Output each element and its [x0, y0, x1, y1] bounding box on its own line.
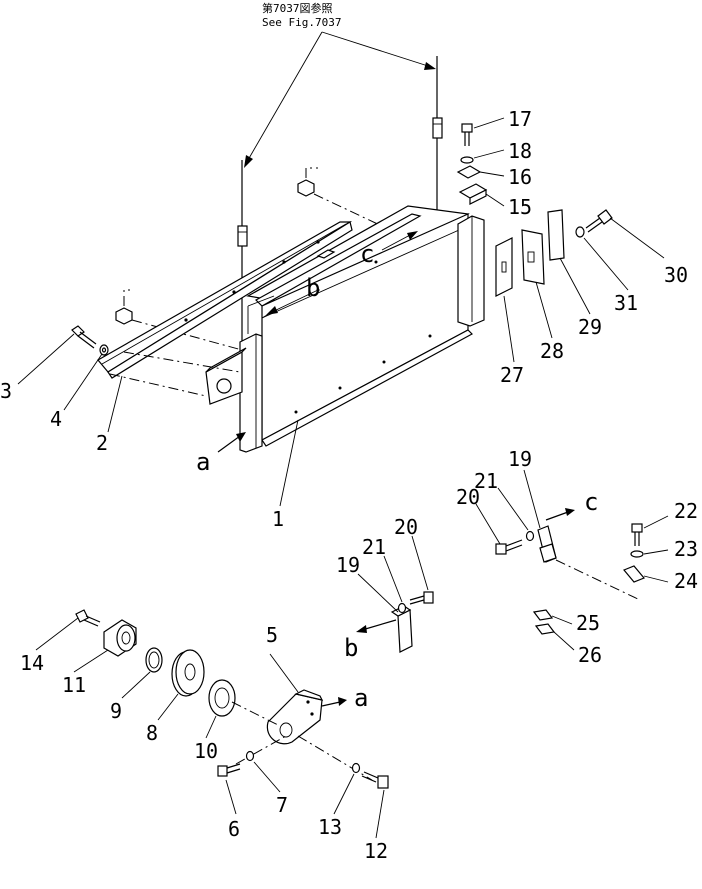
- bolt-14: [75, 609, 101, 627]
- callout-25: 25: [576, 611, 600, 635]
- plate-16: [456, 165, 482, 179]
- view-letter-a-main: a: [196, 448, 210, 476]
- rail-part-2: [97, 221, 353, 379]
- view-arrow-a-main: a: [196, 432, 246, 476]
- callout-29: 29: [578, 315, 602, 339]
- view-letter-b-frame: b: [306, 274, 320, 302]
- callout-26: 26: [578, 643, 602, 667]
- callout-18: 18: [508, 139, 532, 163]
- left-control-rod: [237, 160, 248, 350]
- bracket-15: [458, 183, 488, 205]
- disc-8: [171, 649, 205, 697]
- view-arrow-c-bracket: c: [545, 488, 598, 521]
- bracket-19-c: [537, 525, 557, 563]
- ring-9: [145, 647, 163, 673]
- view-letter-c-frame: c: [360, 240, 374, 268]
- callout-14: 14: [20, 651, 44, 675]
- view-arrow-b-frame: b: [306, 274, 320, 302]
- callout-19-c: 19: [508, 447, 532, 471]
- bolt-6: [217, 763, 241, 777]
- callout-21-b: 21: [362, 535, 386, 559]
- arm-5: [266, 689, 324, 745]
- view-arrow-a-arm: a: [321, 684, 368, 712]
- callout-22: 22: [674, 499, 698, 523]
- reference-arrows: [244, 31, 436, 168]
- callout-numbers: 3 4 2 1 17 18 16 15 27 28 29 31 30 5 14 …: [0, 107, 698, 863]
- rail-dash-lines: [109, 351, 241, 397]
- bolt-20-b: [409, 591, 434, 605]
- washer-21-c: [525, 530, 535, 542]
- callout-20-b: 20: [394, 515, 418, 539]
- callout-20-c: 20: [456, 485, 480, 509]
- callout-17: 17: [508, 107, 532, 131]
- callout-15: 15: [508, 195, 532, 219]
- plate-28: [521, 229, 545, 285]
- shim-25: [532, 609, 554, 621]
- right-control-rod: [432, 56, 443, 222]
- callout-5: 5: [266, 623, 278, 647]
- callout-2: 2: [96, 431, 108, 455]
- lower-nut: [115, 289, 243, 351]
- bolt-22: [631, 523, 643, 546]
- view-letter-b-bracket: b: [344, 634, 358, 662]
- view-arrow-b-bracket: b: [344, 619, 397, 662]
- arm-dash-line-2: [297, 735, 373, 781]
- callout-27: 27: [500, 363, 524, 387]
- callout-23: 23: [674, 537, 698, 561]
- arm-dash-line: [231, 701, 281, 727]
- callout-19-b: 19: [336, 553, 360, 577]
- view-arrow-c-frame: c: [360, 240, 374, 268]
- callout-12: 12: [364, 839, 388, 863]
- callout-7: 7: [276, 793, 288, 817]
- shim-26: [534, 623, 556, 635]
- callout-16: 16: [508, 165, 532, 189]
- callout-31: 31: [614, 291, 638, 315]
- bolt-12: [361, 771, 389, 789]
- bolt-17: [461, 123, 473, 146]
- arm-dash-line-3: [235, 735, 287, 765]
- callout-1: 1: [272, 507, 284, 531]
- callout-11: 11: [62, 673, 86, 697]
- leader-lines: [17, 117, 669, 839]
- washer-23: [630, 550, 644, 558]
- washer-7: [245, 750, 255, 762]
- plate-24: [623, 565, 645, 583]
- plate-29: [547, 209, 565, 261]
- callout-8: 8: [146, 721, 158, 745]
- bolt-3: [71, 325, 97, 349]
- washer-10: [208, 679, 236, 717]
- washer-31: [575, 226, 585, 238]
- callout-30: 30: [664, 263, 688, 287]
- callout-21-c: 21: [474, 469, 498, 493]
- callout-6: 6: [228, 817, 240, 841]
- callout-3: 3: [0, 379, 12, 403]
- bushing-11: [103, 619, 137, 657]
- bolt-20-c: [495, 539, 523, 555]
- reference-note-jp: 第7037図参照: [262, 1, 333, 15]
- callout-4: 4: [50, 407, 62, 431]
- washer-21-b: [397, 602, 407, 614]
- upper-nut: [297, 167, 421, 245]
- bracket-c-dash: [555, 559, 641, 601]
- callout-24: 24: [674, 569, 698, 593]
- callout-9: 9: [110, 699, 122, 723]
- washer-4: [99, 344, 109, 356]
- main-frame-part-1: [205, 205, 485, 453]
- callout-28: 28: [540, 339, 564, 363]
- callout-10: 10: [194, 739, 218, 763]
- view-letter-a-arm: a: [354, 684, 368, 712]
- view-letter-c-bracket: c: [584, 488, 598, 516]
- reference-note: 第7037図参照 See Fig.7037: [262, 1, 341, 29]
- reference-note-en: See Fig.7037: [262, 16, 341, 29]
- callout-13: 13: [318, 815, 342, 839]
- bolt-30: [585, 209, 613, 233]
- washer-13: [351, 762, 361, 774]
- plate-27: [495, 237, 513, 297]
- washer-18: [460, 156, 474, 164]
